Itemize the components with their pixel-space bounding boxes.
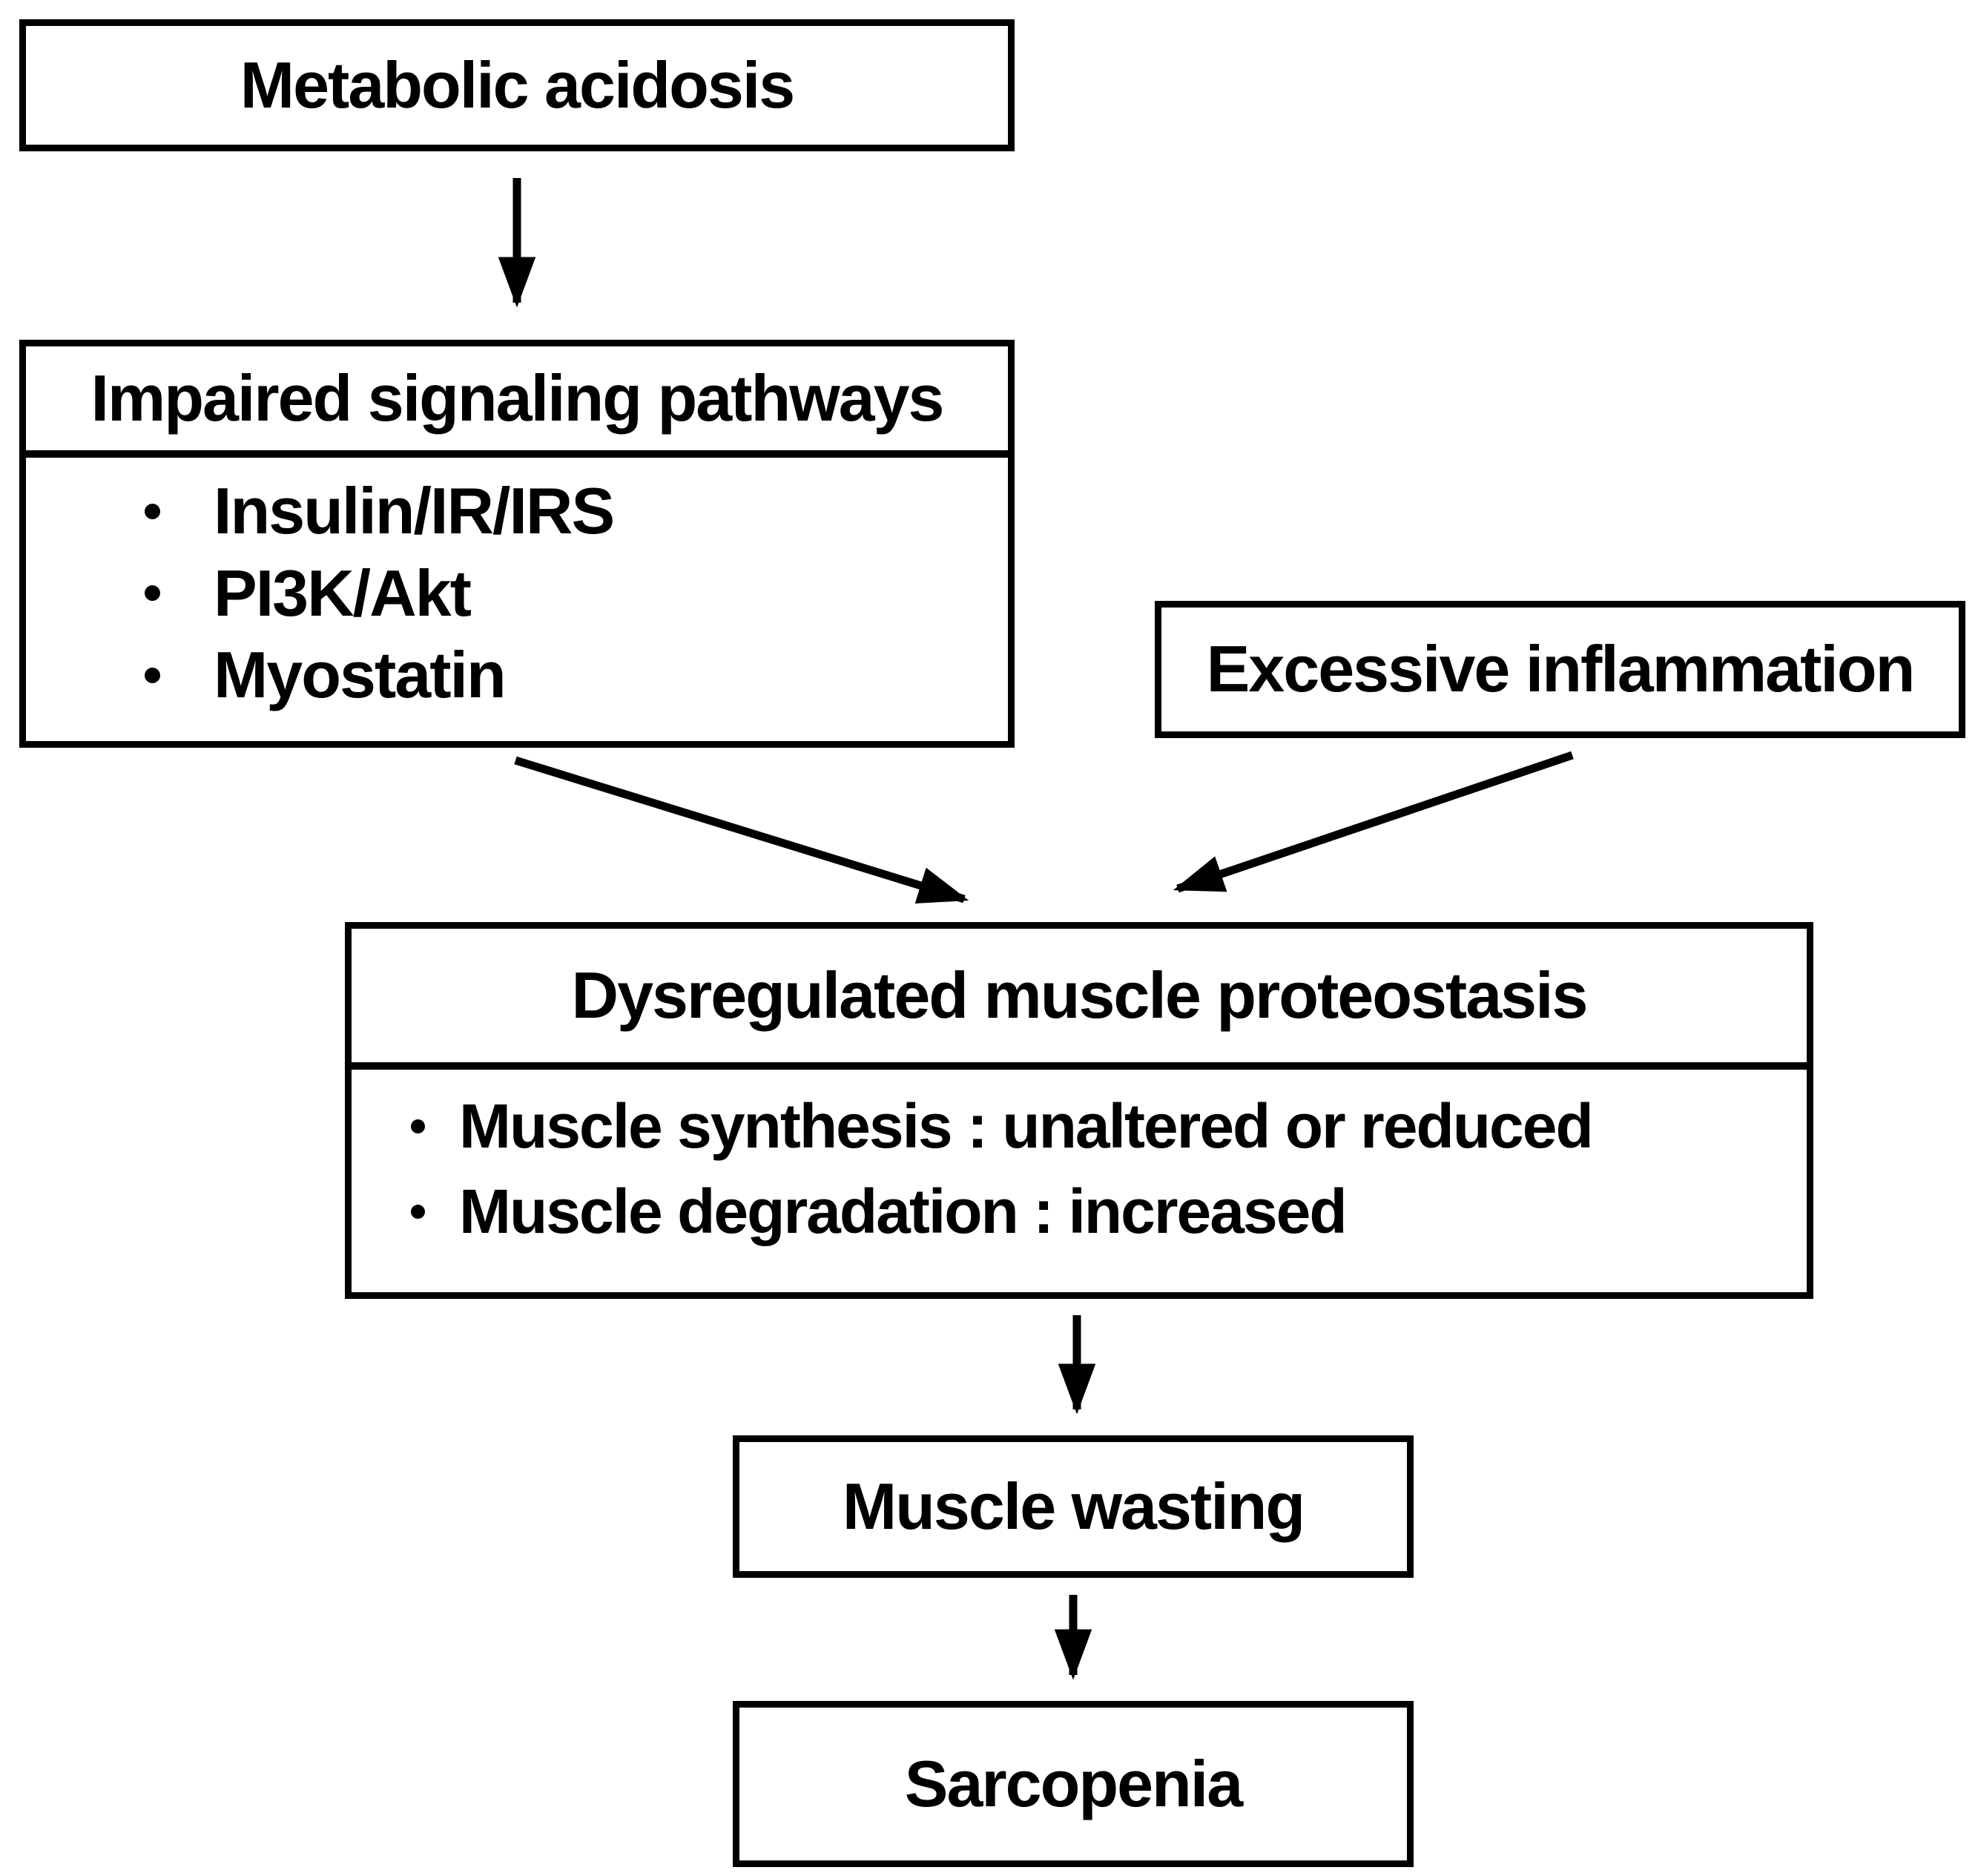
- node-excessive-inflammation: Excessive inflammation: [1155, 601, 1965, 738]
- node-sarcopenia-label: Sarcopenia: [904, 1746, 1243, 1820]
- bullet-icon: [411, 1204, 425, 1219]
- bullet-icon: [145, 668, 160, 684]
- node-proteostasis-list: Muscle synthesis : unaltered or reduced …: [352, 1070, 1807, 1292]
- arrow-impaired-to-proteostasis: [514, 756, 969, 904]
- node-muscle-wasting: Muscle wasting: [733, 1435, 1414, 1578]
- list-item-label: Myostatin: [214, 638, 507, 712]
- node-muscle-wasting-label: Muscle wasting: [842, 1469, 1305, 1543]
- node-excessive-inflammation-label: Excessive inflammation: [1206, 632, 1916, 706]
- node-sarcopenia: Sarcopenia: [733, 1701, 1414, 1867]
- node-metabolic-acidosis: Metabolic acidosis: [19, 19, 1015, 151]
- list-item: Muscle degradation : increased: [352, 1176, 1807, 1247]
- list-item: Myostatin: [26, 639, 1008, 711]
- list-item: Insulin/IR/IRS: [26, 475, 1008, 547]
- list-item-label: Insulin/IR/IRS: [214, 473, 615, 547]
- node-impaired-list: Insulin/IR/IRS PI3K/Akt Myostatin: [26, 458, 1008, 741]
- list-item: Muscle synthesis : unaltered or reduced: [352, 1091, 1807, 1162]
- node-proteostasis-title: Dysregulated muscle proteostasis: [571, 958, 1589, 1032]
- list-item-label: PI3K/Akt: [214, 556, 472, 630]
- bullet-icon: [145, 503, 160, 519]
- arrow-inflammation-to-proteostasis: [1173, 751, 1574, 893]
- node-proteostasis-header: Dysregulated muscle proteostasis: [352, 929, 1807, 1070]
- list-item-label: Muscle degradation : increased: [459, 1176, 1348, 1247]
- node-impaired-header: Impaired signaling pathways: [26, 346, 1008, 458]
- node-impaired-title: Impaired signaling pathways: [90, 361, 945, 435]
- bullet-icon: [411, 1119, 425, 1134]
- node-dysregulated-muscle-proteostasis: Dysregulated muscle proteostasis Muscle …: [345, 922, 1813, 1299]
- bullet-icon: [145, 585, 160, 602]
- list-item: PI3K/Akt: [26, 556, 1008, 630]
- node-impaired-signaling-pathways: Impaired signaling pathways Insulin/IR/I…: [19, 340, 1015, 748]
- list-item-label: Muscle synthesis : unaltered or reduced: [459, 1091, 1594, 1162]
- node-metabolic-acidosis-label: Metabolic acidosis: [240, 47, 795, 122]
